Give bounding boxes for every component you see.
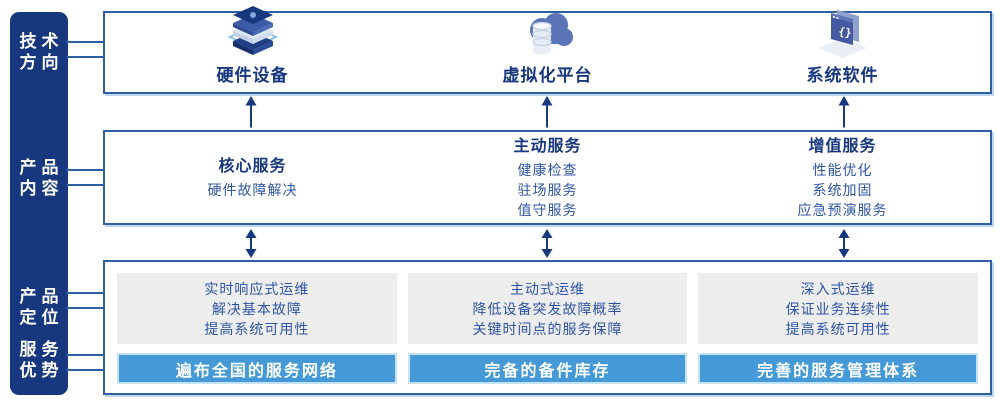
positioning-column-proactive: 主动式运维 降低设备突发故障概率 关键时间点的服务保障 完备的备件库存 — [407, 273, 688, 384]
service-group-value-added: 增值服务 性能优化 系统加固 应急预演服务 — [695, 132, 990, 223]
rail-label-line: 内容 — [19, 179, 64, 198]
positioning-line: 保证业务连续性 — [785, 300, 891, 317]
connector-line — [66, 169, 105, 171]
positioning-panel: 主动式运维 降低设备突发故障概率 关键时间点的服务保障 — [407, 273, 688, 344]
double-arrow-icon — [399, 228, 695, 259]
double-arrow-row — [103, 228, 992, 259]
rail-label-line: 服务 — [19, 340, 64, 359]
service-item: 性能优化 — [812, 161, 873, 178]
advantage-bar: 完善的服务管理体系 — [698, 353, 979, 384]
server-stack-icon — [224, 6, 282, 58]
advantage-bar: 遍布全国的服务网络 — [117, 353, 397, 384]
up-arrow-icon — [399, 95, 695, 128]
connector-line — [66, 369, 105, 371]
software-window-icon: {} — [814, 6, 872, 58]
connector-line — [66, 56, 105, 58]
positioning-column-indepth: 深入式运维 保证业务连续性 提高系统可用性 完善的服务管理体系 — [698, 273, 979, 384]
tech-label: 硬件设备 — [216, 66, 289, 85]
up-arrow-icon — [103, 95, 399, 128]
positioning-panel: 实时响应式运维 解决基本故障 提高系统可用性 — [117, 273, 397, 344]
positioning-panel: 深入式运维 保证业务连续性 提高系统可用性 — [698, 273, 979, 344]
service-item: 驻场服务 — [517, 181, 578, 198]
positioning-line: 降低设备突发故障概率 — [472, 300, 623, 317]
service-group-title: 核心服务 — [218, 157, 287, 175]
service-group-title: 主动服务 — [513, 137, 582, 155]
advantage-bar: 完备的备件库存 — [407, 353, 688, 384]
service-group-core: 核心服务 硬件故障解决 — [105, 132, 400, 223]
service-item: 系统加固 — [812, 181, 873, 198]
positioning-column-realtime: 实时响应式运维 解决基本故障 提高系统可用性 遍布全国的服务网络 — [117, 273, 397, 384]
tech-item-hardware: 硬件设备 — [105, 6, 400, 92]
rail-label-tech-direction: 技术 方向 — [10, 31, 68, 73]
svg-text:{}: {} — [837, 25, 852, 40]
up-arrow-icon — [696, 95, 992, 128]
tech-label: 虚拟化平台 — [502, 66, 593, 85]
tech-item-virtualization: 虚拟化平台 — [400, 13, 695, 92]
tech-direction-box: 硬件设备 虚拟化平台 — [103, 6, 992, 94]
positioning-line: 主动式运维 — [510, 280, 585, 297]
positioning-line: 实时响应式运维 — [204, 280, 310, 297]
product-content-box: 核心服务 硬件故障解决 主动服务 健康检查 驻场服务 值守服务 增值服务 性能优… — [103, 130, 992, 225]
rail-label-service-advantage: 服务 优势 — [10, 339, 68, 381]
rail-label-product-content: 产品 内容 — [10, 157, 68, 199]
tech-label: 系统软件 — [806, 66, 879, 85]
double-arrow-icon — [103, 228, 399, 259]
rail-label-line: 产品 — [19, 287, 64, 306]
connector-line — [66, 184, 105, 186]
service-item: 硬件故障解决 — [207, 181, 298, 198]
cloud-database-icon — [520, 10, 576, 58]
positioning-line: 提高系统可用性 — [785, 320, 891, 337]
service-group-title: 增值服务 — [808, 137, 877, 155]
rail-label-line: 优势 — [19, 361, 64, 380]
up-arrow-row — [103, 95, 992, 128]
positioning-line: 提高系统可用性 — [204, 320, 310, 337]
service-item: 值守服务 — [517, 201, 578, 218]
rail-label-line: 技术 — [19, 32, 64, 51]
positioning-line: 关键时间点的服务保障 — [472, 320, 623, 337]
tech-item-system-software: {} 系统软件 — [695, 10, 990, 92]
positioning-line: 解决基本故障 — [211, 300, 302, 317]
service-group-proactive: 主动服务 健康检查 驻场服务 值守服务 — [400, 132, 695, 223]
connector-line — [66, 354, 105, 356]
service-item: 健康检查 — [517, 161, 578, 178]
rail-label-product-positioning: 产品 定位 — [10, 286, 68, 328]
service-item: 应急预演服务 — [797, 201, 888, 218]
positioning-advantage-box: 实时响应式运维 解决基本故障 提高系统可用性 遍布全国的服务网络 主动式运维 降… — [103, 260, 992, 395]
connector-line — [66, 292, 105, 294]
double-arrow-icon — [696, 228, 992, 259]
category-rail: 技术 方向 产品 内容 产品 定位 服务 优势 — [10, 12, 68, 395]
positioning-line: 深入式运维 — [800, 280, 876, 297]
rail-label-line: 定位 — [19, 308, 64, 327]
connector-line — [66, 307, 105, 309]
rail-label-line: 产品 — [19, 158, 64, 177]
rail-label-line: 方向 — [19, 53, 64, 72]
connector-line — [66, 41, 105, 43]
